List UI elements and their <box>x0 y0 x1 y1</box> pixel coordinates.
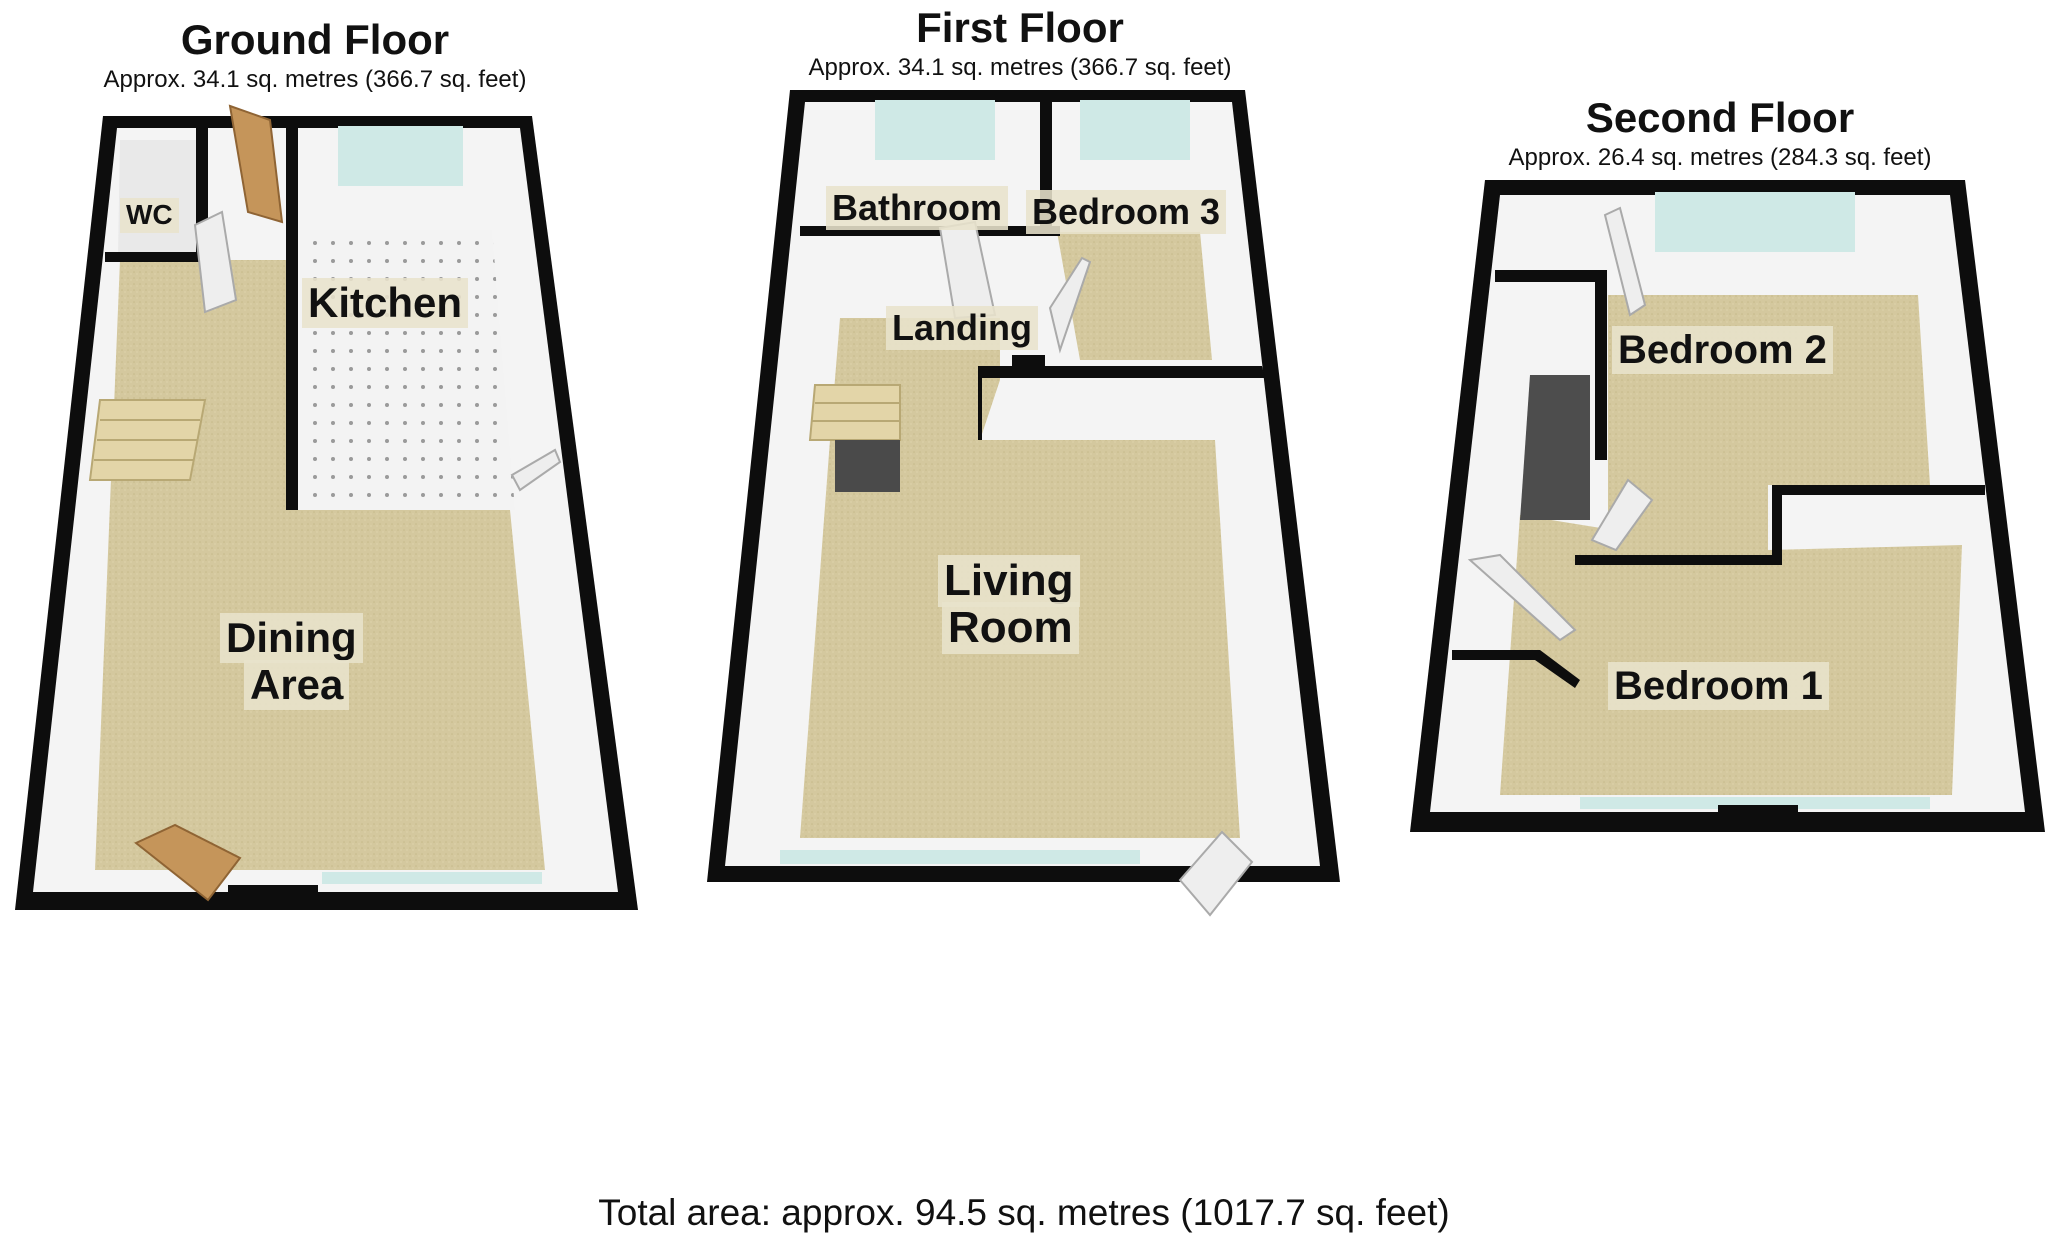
second-floor-stair-wall <box>1595 270 1607 460</box>
first-floor-title: First Floor <box>916 4 1124 51</box>
second-floor-plan <box>1410 180 2045 832</box>
bedroom-1-floor <box>1500 515 1962 795</box>
room-label-kitchen: Kitchen <box>302 278 469 329</box>
kitchen-floor <box>300 230 515 510</box>
room-label-bedroom-3: Bedroom 3 <box>1026 190 1227 234</box>
landing-2-floor <box>1520 375 1590 520</box>
ground-floor-title: Ground Floor <box>180 16 450 63</box>
bedroom-3-window <box>1080 100 1190 160</box>
room-label-bedroom-1: Bedroom 1 <box>1608 662 1829 710</box>
ground-back-window <box>322 872 542 884</box>
ground-floor-carpet <box>95 260 545 870</box>
kitchen-divider-wall <box>286 116 298 510</box>
ground-front-step <box>228 885 318 910</box>
back-door <box>134 823 242 902</box>
room-label-wc: WC <box>120 198 179 233</box>
room-label-room: Room <box>942 602 1079 655</box>
wc-door <box>193 210 238 314</box>
room-label-area: Area <box>244 660 350 711</box>
bedroom-2-window <box>1655 192 1855 252</box>
bedroom-1-window <box>1580 797 1930 809</box>
room-label-landing: Landing <box>886 306 1038 350</box>
bedroom-partition-wall <box>1575 485 1985 565</box>
first-floor-plan <box>707 90 1340 917</box>
second-floor-area: Approx. 26.4 sq. metres (284.3 sq. feet) <box>1508 144 1932 171</box>
second-floor-title: Second Floor <box>1585 94 1855 141</box>
room-label-dining: Dining <box>220 613 363 664</box>
second-floor-front-step <box>1718 805 1798 827</box>
first-floor-front-door <box>1178 830 1254 917</box>
room-label-bathroom: Bathroom <box>826 186 1008 230</box>
first-staircase <box>808 384 901 441</box>
bedroom-3-wall <box>1012 355 1045 366</box>
ground-floor-plan <box>15 104 638 910</box>
room-label-living: Living <box>938 555 1080 608</box>
front-door <box>228 104 284 224</box>
room-label-bedroom-2: Bedroom 2 <box>1612 326 1833 374</box>
stair-well <box>835 440 900 492</box>
second-floor-divider-wall <box>1495 270 1605 282</box>
bedroom-3-floor <box>1057 232 1212 360</box>
cupboard-door <box>1467 553 1577 642</box>
bedroom-1-door <box>1590 478 1654 552</box>
wc-wall <box>105 252 210 262</box>
total-area: Total area: approx. 94.5 sq. metres (101… <box>598 1192 1450 1233</box>
bedroom-3-door <box>1048 256 1092 354</box>
bathroom-window <box>875 100 995 160</box>
ground-side-door <box>510 448 562 492</box>
cupboard-wall <box>1452 650 1580 688</box>
living-room-partition <box>978 366 1265 440</box>
bedroom-2-door <box>1603 206 1647 317</box>
first-floor-area: Approx. 34.1 sq. metres (366.7 sq. feet) <box>808 54 1232 81</box>
ground-floor-area: Approx. 34.1 sq. metres (366.7 sq. feet) <box>103 66 527 93</box>
kitchen-window <box>338 126 463 186</box>
living-room-window <box>780 850 1140 864</box>
